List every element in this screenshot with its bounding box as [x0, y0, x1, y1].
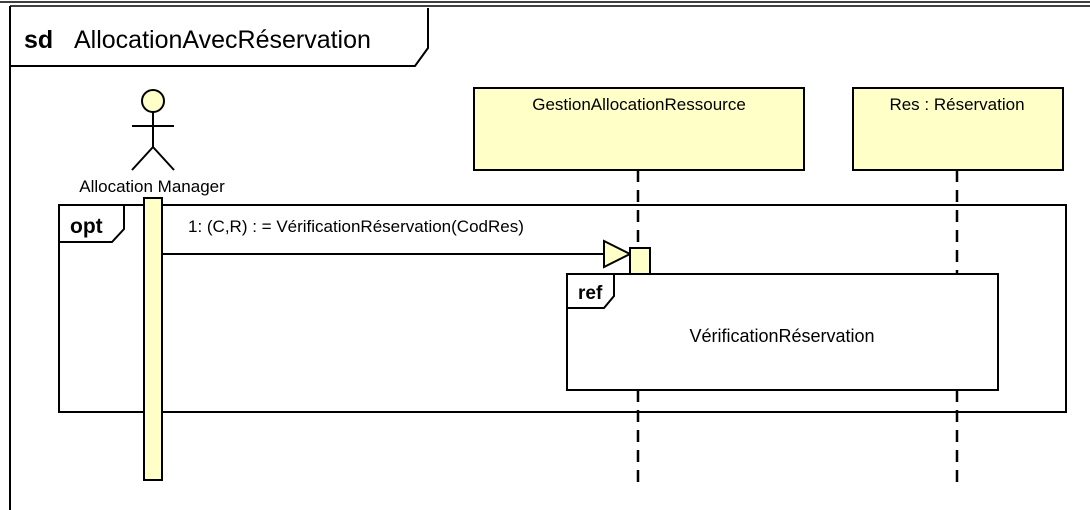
ref-interaction-use[interactable] [566, 273, 999, 391]
lifeline-gestion-name: GestionAllocationRessource [532, 95, 746, 114]
ref-fragment-tab [567, 274, 615, 309]
lifeline-reservation-name: Res : Réservation [889, 95, 1024, 114]
message-1-arrowhead [603, 239, 633, 269]
actor-activation-bar [143, 197, 163, 481]
frame-name-tab [10, 8, 429, 67]
ref-keyword: ref [578, 283, 603, 304]
actor-name: Allocation Manager [79, 177, 225, 196]
message-1-label: 1: (C,R) : = VérificationRéservation(Cod… [188, 217, 524, 236]
frame-name: AllocationAvecRéservation [74, 26, 371, 54]
opt-fragment-tab [59, 205, 125, 243]
gestion-activation-bar [629, 247, 651, 275]
frame-keyword: sd [24, 26, 53, 54]
actor-icon [131, 89, 175, 171]
lifeline-reservation-head[interactable] [852, 87, 1064, 171]
ref-name: VérificationRéservation [689, 326, 874, 346]
opt-operator: opt [70, 215, 103, 238]
opt-fragment[interactable] [58, 204, 1067, 413]
